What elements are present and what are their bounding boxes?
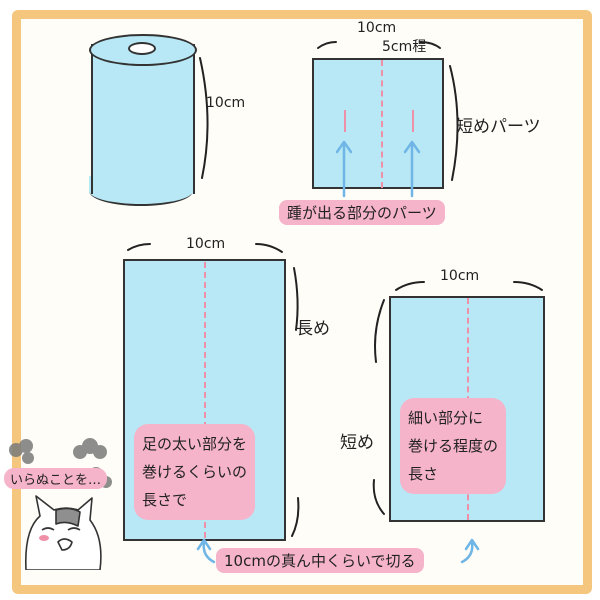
cat-body bbox=[24, 495, 102, 570]
long-note-bubble: 足の太い部分を 巻けるくらいの 長さで bbox=[134, 424, 256, 520]
long-width-arc-left bbox=[127, 243, 151, 251]
short-note-line-2: 巻ける程度の bbox=[408, 437, 499, 455]
cut-caption: 10cmの真ん中くらいで切る bbox=[216, 548, 424, 573]
short-width-label: 10cm bbox=[440, 268, 480, 284]
short-part-top bbox=[312, 58, 444, 189]
long-width-label: 10cm bbox=[186, 236, 226, 252]
short-side-arc-bottom bbox=[372, 479, 385, 515]
short-side-label: 短め bbox=[340, 433, 374, 453]
long-side-arc-top bbox=[293, 267, 299, 331]
cut-line-long bbox=[204, 262, 206, 538]
roll-height-label: 10cm bbox=[206, 95, 246, 111]
short-width-arc-left bbox=[395, 281, 425, 291]
gap-label: 5cm程 bbox=[382, 39, 427, 55]
long-note-line-3: 長さで bbox=[142, 491, 188, 509]
long-side-label: 長め bbox=[296, 319, 330, 339]
cut-arrow-left bbox=[196, 538, 216, 564]
smoke-cloud-left bbox=[9, 439, 34, 464]
cat-eye-left bbox=[41, 527, 55, 531]
short-side-arc-top bbox=[374, 299, 385, 363]
long-width-arc-right bbox=[255, 243, 283, 253]
short-note-line-3: 長さ bbox=[408, 465, 439, 483]
top-side-arc bbox=[449, 65, 459, 181]
slit-right bbox=[412, 110, 414, 132]
heel-part-caption: 踵が出る部分のパーツ bbox=[279, 200, 445, 225]
roll-height-arc bbox=[199, 57, 209, 179]
short-note-bubble: 細い部分に 巻ける程度の 長さ bbox=[400, 398, 507, 494]
cat-paw bbox=[57, 538, 73, 551]
heel-arrow-left bbox=[335, 140, 353, 198]
long-side-arc-bottom bbox=[291, 497, 300, 537]
cut-arrow-right bbox=[460, 538, 480, 564]
roll-hole bbox=[128, 42, 156, 55]
long-note-line-2: 巻けるくらいの bbox=[142, 463, 248, 481]
short-width-arc-right bbox=[513, 281, 543, 291]
top-width-arc-left bbox=[317, 41, 337, 49]
top-width-arc-right bbox=[419, 41, 441, 49]
cat-eye-right bbox=[67, 527, 81, 531]
heel-arrow-right bbox=[403, 140, 421, 198]
cat-illustration bbox=[24, 495, 102, 570]
cat-caption: いらぬことを… bbox=[4, 468, 108, 489]
long-note-line-1: 足の太い部分を bbox=[142, 435, 248, 453]
slit-left bbox=[344, 110, 346, 132]
short-note-line-1: 細い部分に bbox=[408, 409, 484, 427]
roll-body bbox=[91, 44, 195, 194]
cat-ear-patch bbox=[55, 507, 81, 527]
cat-cheek-left bbox=[39, 535, 49, 541]
cut-line-top bbox=[381, 60, 383, 188]
top-right-width-label: 10cm bbox=[357, 20, 397, 36]
short-part-label: 短めパーツ bbox=[456, 117, 541, 137]
